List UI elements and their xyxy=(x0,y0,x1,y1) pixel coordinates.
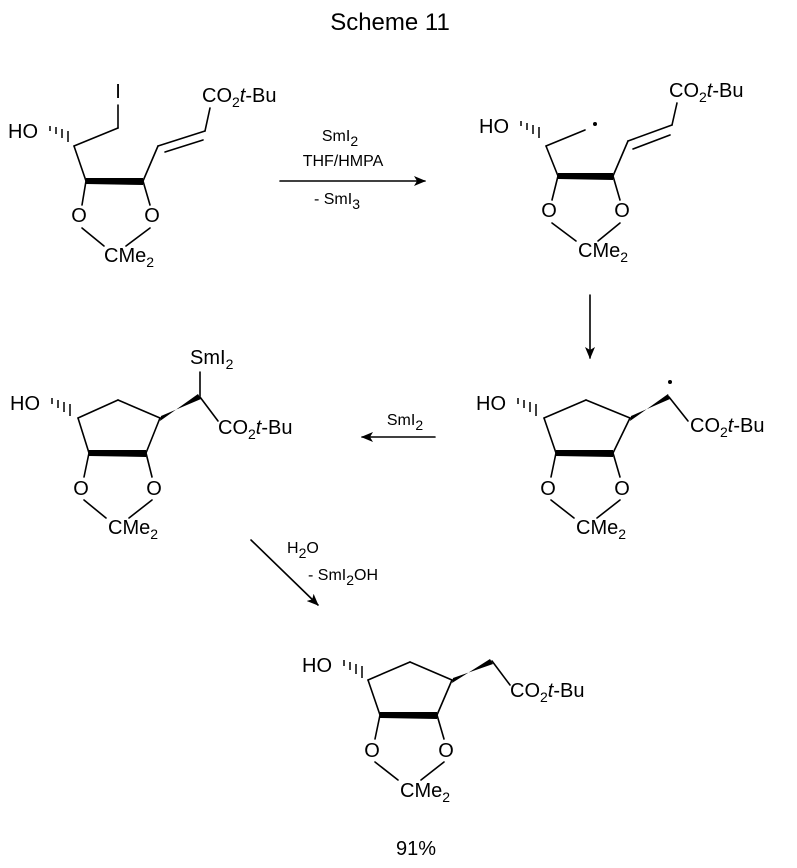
reagent-minus-smi2oh: - SmI2OH xyxy=(308,567,378,588)
oxygen-label: O xyxy=(541,200,557,222)
iodine-label: I xyxy=(115,81,121,103)
hydroxyl-label: HO xyxy=(302,655,332,677)
reaction-arrow-4 xyxy=(250,539,319,606)
cme2-label: CMe2 xyxy=(104,245,154,270)
cme2-label: CMe2 xyxy=(400,780,450,805)
cme2-label: CMe2 xyxy=(578,240,628,265)
hydroxyl-label: HO xyxy=(10,393,40,415)
molecule-cyclopentyl-radical: HO CO2t-Bu O O CMe2 xyxy=(476,380,764,542)
reagent-smi2: SmI2 xyxy=(322,128,358,149)
reagent-minus-smi3: - SmI3 xyxy=(314,191,360,212)
oxygen-label: O xyxy=(146,478,162,500)
oxygen-label: O xyxy=(71,205,87,227)
hydroxyl-label: HO xyxy=(476,393,506,415)
ester-label-5: CO2t-Bu xyxy=(510,680,584,705)
cme2-label: CMe2 xyxy=(576,517,626,542)
molecule-radical-ester: HO CO2t-Bu O O CMe2 xyxy=(479,80,743,265)
oxygen-label: O xyxy=(364,740,380,762)
ester-label-1: CO2t-Bu xyxy=(202,85,276,110)
reagent-water: H2O xyxy=(287,540,319,561)
smi2-label: SmI2 xyxy=(190,347,234,372)
oxygen-label: O xyxy=(614,478,630,500)
molecule-iodo-ester: I HO CO2t-Bu O O CMe2 xyxy=(8,81,276,270)
oxygen-label: O xyxy=(144,205,160,227)
oxygen-label: O xyxy=(73,478,89,500)
scheme-title: Scheme 11 xyxy=(330,9,450,36)
reagent-solvent: THF/HMPA xyxy=(303,153,384,170)
reagent-smi2: SmI2 xyxy=(387,412,423,433)
molecule-product: HO CO2t-Bu O O CMe2 xyxy=(302,655,584,805)
molecule-organosamarium: SmI2 HO CO2t-Bu O O CMe2 xyxy=(10,347,292,542)
yield-label: 91% xyxy=(396,838,436,860)
oxygen-label: O xyxy=(540,478,556,500)
ester-label-2: CO2t-Bu xyxy=(669,80,743,105)
hydroxyl-label: HO xyxy=(8,121,38,143)
ester-label-3: CO2t-Bu xyxy=(690,415,764,440)
oxygen-label: O xyxy=(614,200,630,222)
hydroxyl-label: HO xyxy=(479,116,509,138)
cme2-label: CMe2 xyxy=(108,517,158,542)
oxygen-label: O xyxy=(438,740,454,762)
ester-label-4: CO2t-Bu xyxy=(218,417,292,442)
